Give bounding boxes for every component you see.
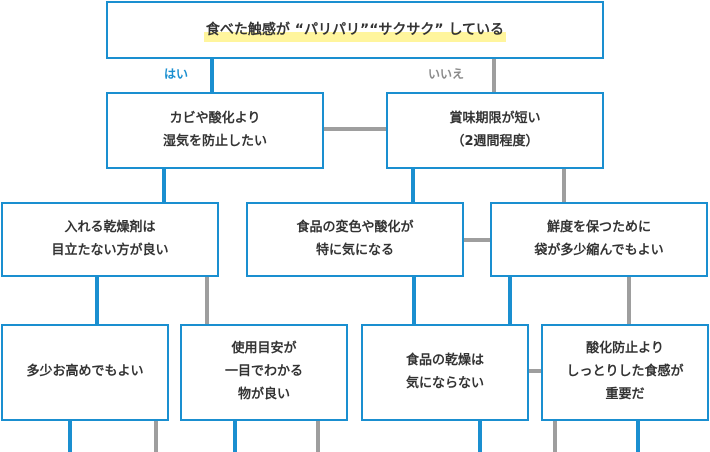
node-desiccant-visible: 入れる乾燥剤は 目立たない方が良い: [1, 202, 219, 277]
connector-short-down-yes: [411, 169, 415, 202]
node-humidity: カビや酸化より 湿気を防止したい: [106, 92, 324, 169]
node-discoloration: 食品の変色や酸化が 特に気になる: [246, 202, 464, 277]
connector-short-down-no: [562, 169, 566, 202]
connector-bottom-1: [68, 421, 72, 452]
node-moist: 酸化防止より しっとりした食感が 重要だ: [541, 324, 709, 421]
no-label: いいえ: [428, 67, 465, 81]
connector-desiccant-yes: [95, 277, 99, 324]
connector-level1-horizontal: [323, 127, 387, 131]
yes-label: はい: [164, 67, 189, 81]
connector-humidity-down: [162, 169, 166, 202]
connector-bottom-5: [478, 421, 482, 452]
connector-level2-horizontal: [464, 238, 492, 242]
connector-root-no: [492, 59, 496, 92]
node-indicator: 使用目安が 一目でわかる 物が良い: [180, 324, 348, 421]
connector-bottom-3: [233, 421, 237, 452]
node-expensive-ok: 多少お高めでもよい: [1, 324, 169, 421]
node-freshness: 鮮度を保つために 袋が多少縮んでもよい: [490, 202, 708, 277]
connector-bottom-6: [553, 421, 557, 452]
node-short-term: 賞味期限が短い （2週間程度）: [386, 92, 604, 169]
node-dryness-ok: 食品の乾燥は 気にならない: [361, 324, 529, 421]
connector-desiccant-no: [205, 277, 209, 324]
connector-discoloration-yes: [412, 277, 416, 324]
connector-bottom-4: [316, 421, 320, 452]
connector-bottom-7: [636, 421, 640, 452]
connector-root-yes: [210, 59, 214, 92]
connector-freshness-yes: [508, 277, 512, 324]
root-question-box: 食べた触感が “パリパリ”“サクサク” している: [106, 1, 604, 59]
connector-freshness-no: [627, 277, 631, 324]
connector-bottom-2: [154, 421, 158, 452]
root-question-text: 食べた触感が “パリパリ”“サクサク” している: [203, 17, 507, 43]
